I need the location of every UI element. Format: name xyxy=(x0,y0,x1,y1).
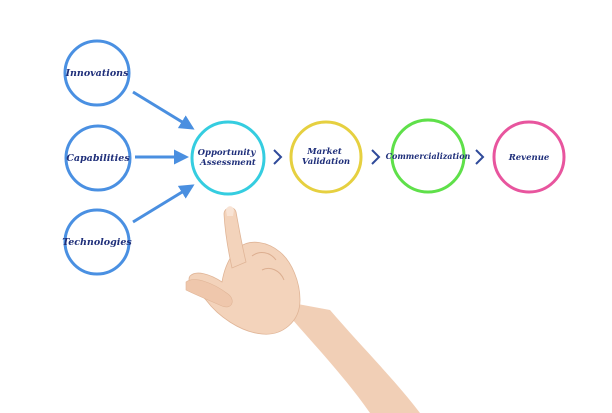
step-circle xyxy=(190,120,266,196)
pointing-hand-icon xyxy=(185,206,420,413)
step-label-line: Market xyxy=(306,147,342,157)
input-circle xyxy=(63,208,131,276)
input-circle xyxy=(64,124,132,192)
input-node-capabilities: Capabilities xyxy=(64,124,132,192)
step-label: Market Validation xyxy=(302,147,350,167)
step-node-commercialization: Commercialization xyxy=(386,118,471,194)
arrow-technologies-to-opportunity xyxy=(132,184,195,224)
step-label: Opportunity Assessment xyxy=(198,148,259,168)
input-node-technologies: Technologies xyxy=(62,208,132,276)
step-circle xyxy=(390,118,466,194)
input-label: Capabilities xyxy=(66,153,130,164)
step-label-line: Validation xyxy=(302,157,350,167)
input-node-innovations: Innovations xyxy=(63,39,131,107)
chevron-icon xyxy=(475,149,485,165)
input-circle xyxy=(63,39,131,107)
input-label: Technologies xyxy=(62,237,132,248)
step-node-market-validation: Market Validation xyxy=(289,120,363,194)
step-label: Commercialization xyxy=(386,151,471,161)
step-label-line: Assessment xyxy=(199,158,256,168)
step-label: Revenue xyxy=(508,153,550,163)
step-label-line: Revenue xyxy=(508,153,550,163)
step-node-opportunity-assessment: Opportunity Assessment xyxy=(190,120,266,196)
step-circle xyxy=(492,120,566,194)
step-label-line: Commercialization xyxy=(386,151,471,161)
chevron-icon xyxy=(273,149,283,165)
arrow-innovations-to-opportunity xyxy=(132,90,195,130)
step-node-revenue: Revenue xyxy=(492,120,566,194)
input-label: Innovations xyxy=(65,68,130,79)
step-circle xyxy=(289,120,363,194)
chevron-icon xyxy=(371,149,381,165)
step-label-line: Opportunity xyxy=(198,148,257,158)
